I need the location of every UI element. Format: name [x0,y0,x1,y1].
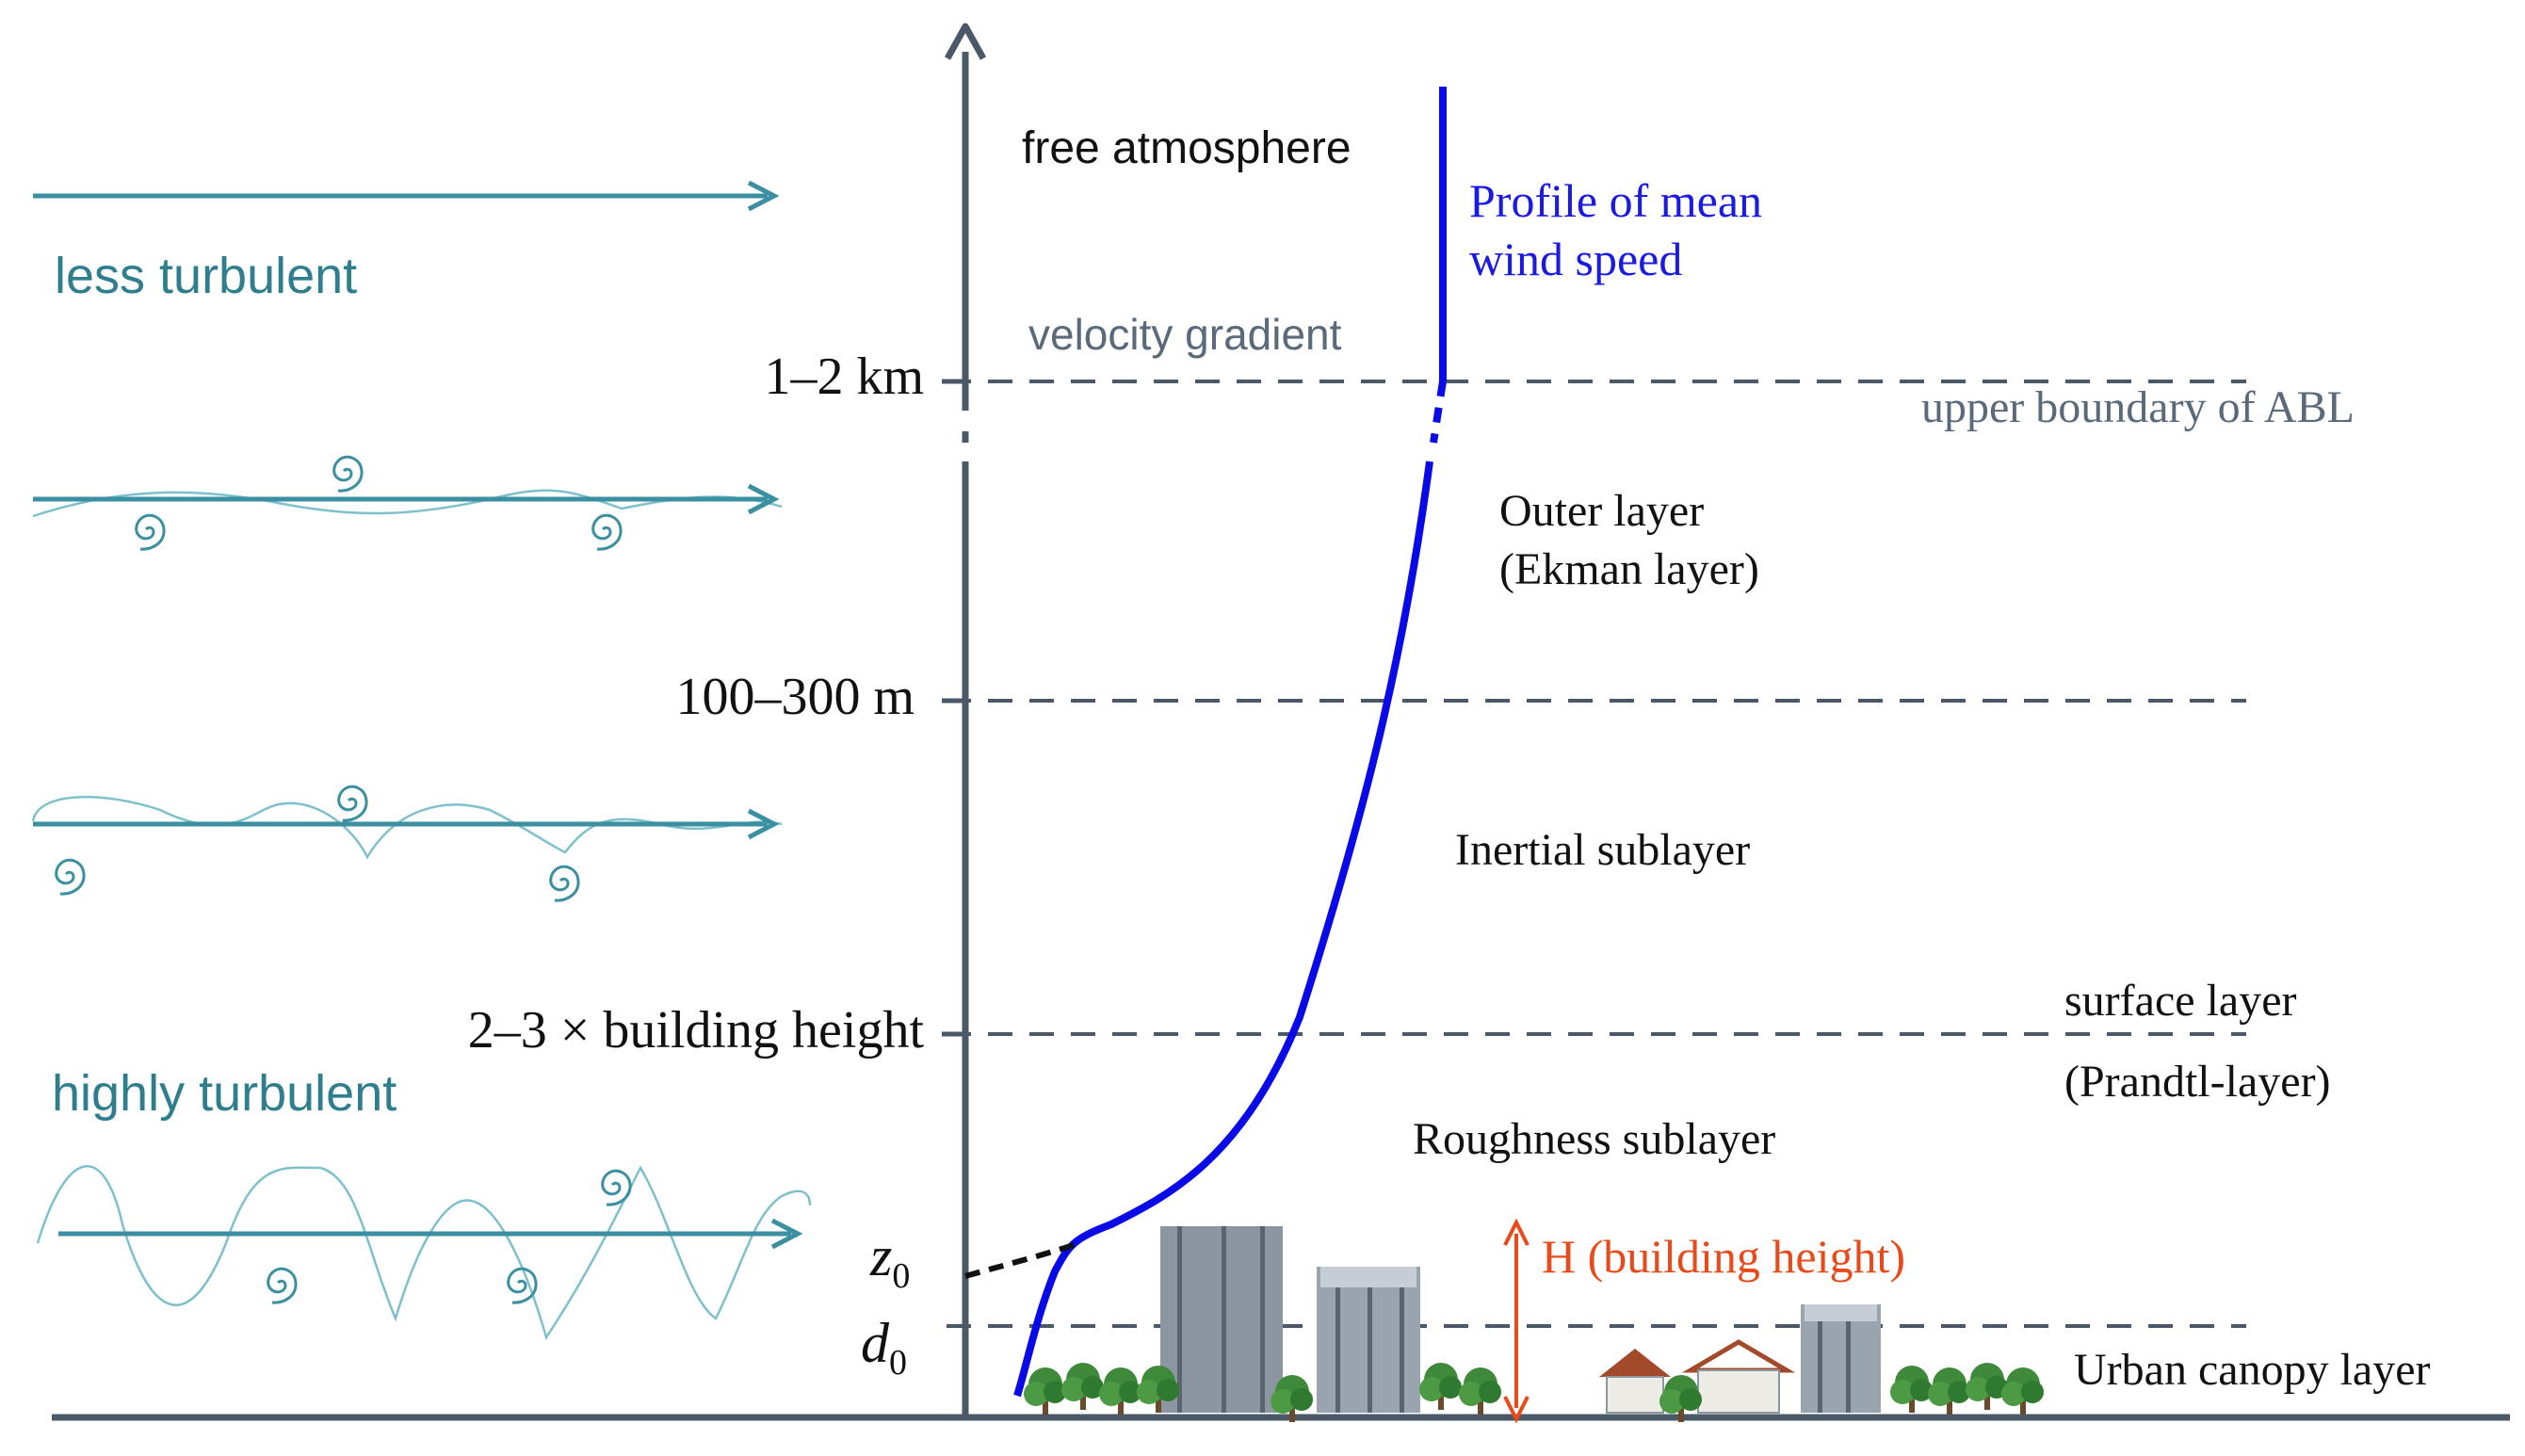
surface-layer-line2: (Prandtl-layer) [2064,1057,2331,1107]
z0-subscript: 0 [892,1256,911,1296]
city-illustration [1024,1226,2044,1422]
vertical-axis [944,23,987,1417]
label-roughness-sublayer: Roughness sublayer [1413,1114,1776,1164]
label-inertial-sublayer: Inertial sublayer [1455,825,1751,875]
wind-arrow-mild [32,455,783,551]
wind-arrow-bottom [36,1165,812,1340]
outer-layer-line2: (Ekman layer) [1499,544,1759,594]
outer-layer-line1: Outer layer [1499,486,1705,536]
label-surface-layer: surface layer (Prandtl-layer) [2064,961,2331,1123]
wind-speed-profile [964,87,1447,1398]
label-building-height: H (building height) [1542,1230,1906,1283]
height-label-d0: d0 [861,1311,907,1383]
wind-arrow-top [33,180,780,212]
profile-label-line1: Profile of mean [1469,174,1763,227]
label-highly-turbulent: highly turbulent [52,1065,397,1122]
wind-arrow-moderate [31,785,783,902]
label-upper-boundary: upper boundary of ABL [1921,382,2355,432]
label-velocity-gradient: velocity gradient [1028,310,1342,359]
d0-subscript: 0 [889,1343,907,1383]
profile-label-line2: wind speed [1469,233,1683,285]
building-height-arrow [1503,1218,1530,1424]
height-label-z0: z0 [870,1224,910,1297]
label-profile-mean-wind: Profile of mean wind speed [1469,171,1762,288]
house-left [1599,1349,1671,1377]
axis-arrowhead-icon [944,23,987,60]
right-building [1801,1304,1881,1413]
label-outer-layer: Outer layer (Ekman layer) [1499,482,1759,599]
label-less-turbulent: less turbulent [55,248,358,304]
profile-extrapolation-dashed [964,1242,1075,1279]
height-label-abl-top: 1–2 km [764,348,924,406]
z0-symbol: z [870,1225,893,1287]
d0-symbol: d [861,1312,889,1374]
surface-layer-line1: surface layer [2064,976,2297,1026]
label-urban-canopy: Urban canopy layer [2074,1345,2431,1395]
height-label-surface-top: 2–3 × building height [467,1001,924,1060]
height-label-outer-bottom: 100–300 m [675,668,915,726]
label-free-atmosphere: free atmosphere [1022,123,1352,173]
